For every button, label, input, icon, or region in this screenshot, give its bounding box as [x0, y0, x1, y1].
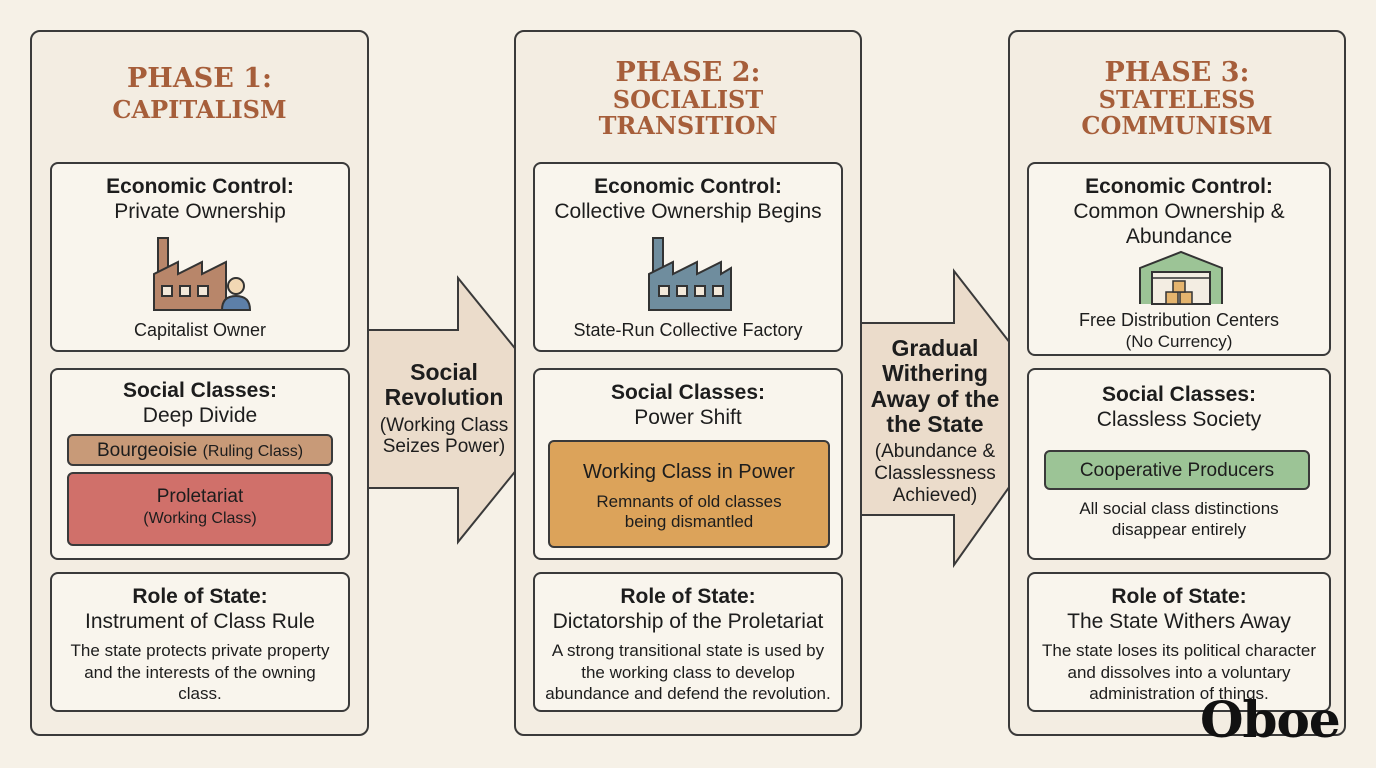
bourgeoisie-box: Bourgeoisie (Ruling Class) — [67, 434, 333, 466]
economic-caption: State-Run Collective Factory — [573, 320, 803, 340]
factory-icon — [648, 237, 732, 311]
state-heading: Role of State: — [1111, 585, 1247, 608]
social-value: Classless Society — [1096, 408, 1262, 432]
social-value: Deep Divide — [142, 404, 258, 428]
phase-1-title: PHASE 1: CAPITALISM — [112, 63, 287, 125]
state-value: The State Withers Away — [1067, 610, 1291, 634]
economic-heading: Economic Control: — [594, 175, 782, 198]
phase-1-social-box: Social Classes: Deep Divide Bourgeoisie … — [50, 368, 350, 560]
phase-2-state-box: Role of State: Dictatorship of the Prole… — [533, 572, 843, 712]
phase-1-economic-box: Economic Control: Private Ownership Capi… — [50, 162, 350, 352]
phase-3-social-box: Social Classes: Classless Society Cooper… — [1027, 368, 1331, 560]
phase-1-state-box: Role of State: Instrument of Class Rule … — [50, 572, 350, 712]
state-value: Instrument of Class Rule — [85, 610, 315, 634]
social-value: Power Shift — [634, 406, 742, 430]
state-description: The state loses its political character … — [1041, 641, 1316, 703]
economic-caption: Free Distribution Centers — [1078, 310, 1280, 330]
transition-arrow-1-label: Social Revolution (Working Class Seizes … — [379, 359, 509, 458]
working-class-box: Working Class in Power Remnants of old c… — [548, 440, 830, 548]
phase-3-economic-box: Economic Control: Common Ownership & Abu… — [1027, 162, 1331, 356]
proletariat-box: Proletariat (Working Class) — [67, 472, 333, 546]
state-value: Dictatorship of the Proletariat — [552, 610, 824, 634]
phase-2-social-box: Social Classes: Power Shift Working Clas… — [533, 368, 843, 560]
state-heading: Role of State: — [620, 585, 756, 608]
economic-caption: Capitalist Owner — [133, 320, 267, 340]
state-description: The state protects private property and … — [70, 641, 330, 703]
economic-value: Private Ownership — [114, 200, 286, 224]
economic-value: Collective Ownership Begins — [554, 200, 822, 224]
social-heading: Social Classes: — [610, 381, 766, 404]
economic-value: Common Ownership & Abundance — [1073, 200, 1285, 249]
economic-caption-2: (No Currency) — [1125, 332, 1233, 351]
phase-2-title: PHASE 2: SOCIALIST TRANSITION — [598, 57, 778, 141]
state-description: A strong transitional state is used by t… — [545, 641, 831, 703]
factory-owner-icon — [153, 237, 252, 311]
economic-heading: Economic Control: — [106, 175, 294, 198]
phase-3-title: PHASE 3: STATELESS COMMUNISM — [1081, 57, 1273, 141]
cooperative-producers-box: Cooperative Producers — [1044, 450, 1310, 490]
state-heading: Role of State: — [132, 585, 268, 608]
social-heading: Social Classes: — [122, 379, 278, 402]
oboe-logo: Oboe — [1200, 690, 1341, 749]
warehouse-icon — [1139, 250, 1223, 305]
social-note: All social class distinctions disappear … — [1079, 499, 1279, 540]
phase-2-economic-box: Economic Control: Collective Ownership B… — [533, 162, 843, 352]
economic-heading: Economic Control: — [1085, 175, 1273, 198]
phase-3-state-box: Role of State: The State Withers Away Th… — [1027, 572, 1331, 712]
transition-arrow-2-label: Gradual Withering Away of the the State … — [870, 335, 1000, 506]
social-heading: Social Classes: — [1101, 383, 1257, 406]
